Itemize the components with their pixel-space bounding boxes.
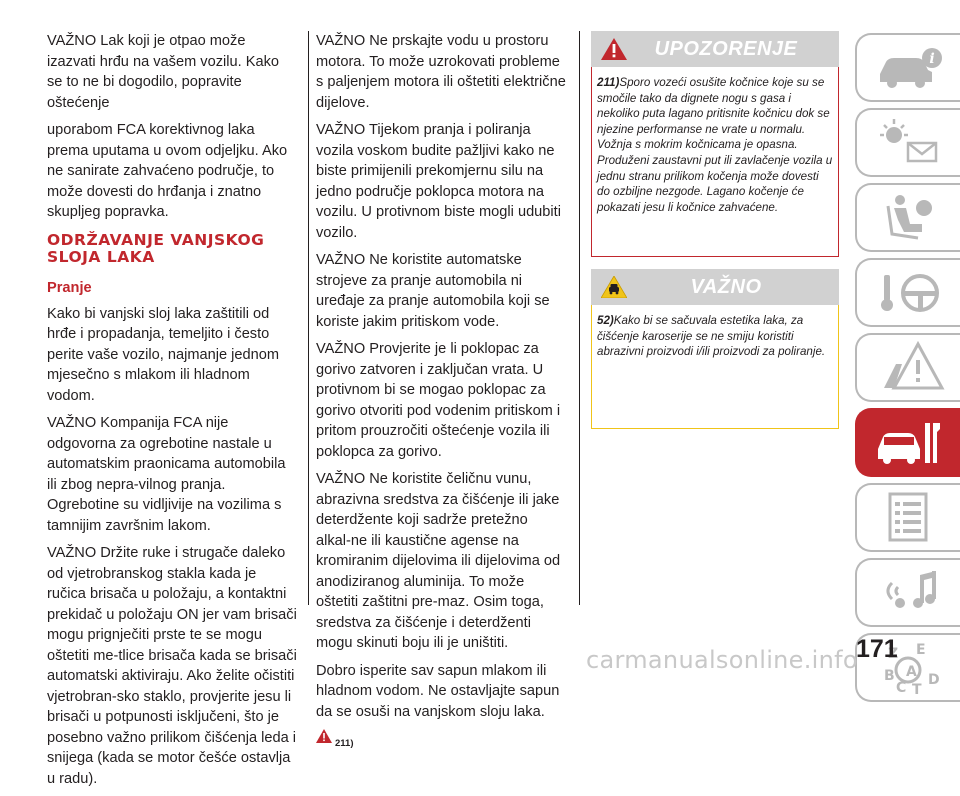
warning-box-title: UPOZORENJE bbox=[654, 37, 798, 60]
warning-number: 211) bbox=[597, 76, 620, 89]
dashboard-lights-icon bbox=[879, 118, 937, 162]
paragraph: VAŽNO Provjerite je li poklopac za goriv… bbox=[316, 341, 561, 460]
paragraph: Dobro isperite sav sapun mlakom ili hlad… bbox=[316, 662, 560, 720]
watermark: carmanualsonline.info bbox=[586, 646, 858, 674]
paragraph: VAŽNO Kompanija FCA nije odgovorna za og… bbox=[47, 415, 286, 534]
svg-text:A: A bbox=[906, 664, 917, 680]
warning-box-header: UPOZORENJE bbox=[591, 31, 839, 67]
warning-text: Sporo vozeći osušite kočnice koje su se … bbox=[597, 76, 833, 214]
multimedia-icon bbox=[886, 570, 936, 608]
paragraph: VAŽNO Ne koristite automatske strojeve z… bbox=[316, 252, 550, 330]
svg-text:i: i bbox=[929, 51, 934, 67]
svg-text:B: B bbox=[884, 668, 895, 684]
paragraph: VAŽNO Lak koji je otpao može izazvati hr… bbox=[47, 33, 279, 111]
reference-number: 211) bbox=[335, 738, 354, 749]
tab-technical-specifications[interactable] bbox=[855, 483, 960, 552]
paragraph: VAŽNO Ne koristite čeličnu vunu, abraziv… bbox=[316, 471, 561, 651]
seat-airbag-icon bbox=[886, 194, 932, 239]
paragraph: Kako bi vanjski sloj laka zaštitili od h… bbox=[47, 305, 280, 404]
warning-box: UPOZORENJE 211)Sporo vozeći osušite kočn… bbox=[591, 31, 839, 257]
tab-car-info[interactable]: i bbox=[855, 33, 960, 102]
tab-starting-driving[interactable] bbox=[855, 258, 960, 327]
warning-box-body: 211)Sporo vozeći osušite kočnice koje su… bbox=[591, 67, 839, 257]
paragraph: VAŽNO Tijekom pranja i poliranja vozila … bbox=[316, 122, 561, 241]
section-heading: ODRŽAVANJE VANJSKOG SLOJA LAKA bbox=[47, 230, 265, 266]
warning-triangle-icon bbox=[316, 729, 332, 743]
tab-emergency[interactable] bbox=[855, 333, 960, 402]
column-divider bbox=[308, 31, 309, 605]
warning-road-icon bbox=[883, 340, 945, 389]
text-column-2: VAŽNO Ne prskajte vodu u prostoru motora… bbox=[316, 31, 566, 749]
svg-text:T: T bbox=[912, 682, 922, 696]
column-divider bbox=[579, 31, 580, 605]
note-box-header: VAŽNO bbox=[591, 269, 839, 305]
text-column-1: VAŽNO Lak koji je otpao može izazvati hr… bbox=[47, 31, 297, 796]
warning-box-text: 211)Sporo vozeći osušite kočnice koje su… bbox=[597, 75, 834, 215]
car-info-icon: i bbox=[879, 47, 942, 88]
page-number: 171 bbox=[856, 635, 898, 663]
subheading: Pranje bbox=[47, 279, 92, 296]
chapter-sidebar: i bbox=[855, 33, 960, 708]
car-skid-warning-icon bbox=[601, 276, 627, 298]
tab-servicing-maintenance[interactable] bbox=[855, 408, 960, 477]
paragraph: VAŽNO Držite ruke i strugače daleko od v… bbox=[47, 545, 297, 787]
svg-text:D: D bbox=[928, 672, 940, 688]
paragraph: uporabom FCA korektivnog laka prema uput… bbox=[47, 122, 288, 220]
specifications-icon bbox=[888, 492, 927, 541]
tab-dashboard-lights[interactable] bbox=[855, 108, 960, 177]
note-number: 52) bbox=[597, 314, 614, 327]
car-maintenance-icon bbox=[877, 422, 940, 464]
note-box-text: 52)Kako bi se sačuvala estetika laka, za… bbox=[597, 313, 834, 360]
warning-reference[interactable]: 211) bbox=[316, 729, 566, 749]
note-text: Kako bi se sačuvala estetika laka, za či… bbox=[597, 314, 826, 359]
note-box: VAŽNO 52)Kako bi se sačuvala estetika la… bbox=[591, 269, 839, 429]
paragraph: VAŽNO Ne prskajte vodu u prostoru motora… bbox=[316, 33, 566, 111]
svg-text:E: E bbox=[916, 642, 926, 658]
tab-multimedia[interactable] bbox=[855, 558, 960, 627]
key-steering-wheel-icon bbox=[880, 273, 939, 312]
note-box-title: VAŽNO bbox=[690, 275, 762, 298]
tab-safety[interactable] bbox=[855, 183, 960, 252]
svg-text:Z: Z bbox=[888, 646, 898, 662]
note-box-body: 52)Kako bi se sačuvala estetika laka, za… bbox=[591, 305, 839, 429]
warning-triangle-icon bbox=[601, 38, 627, 60]
